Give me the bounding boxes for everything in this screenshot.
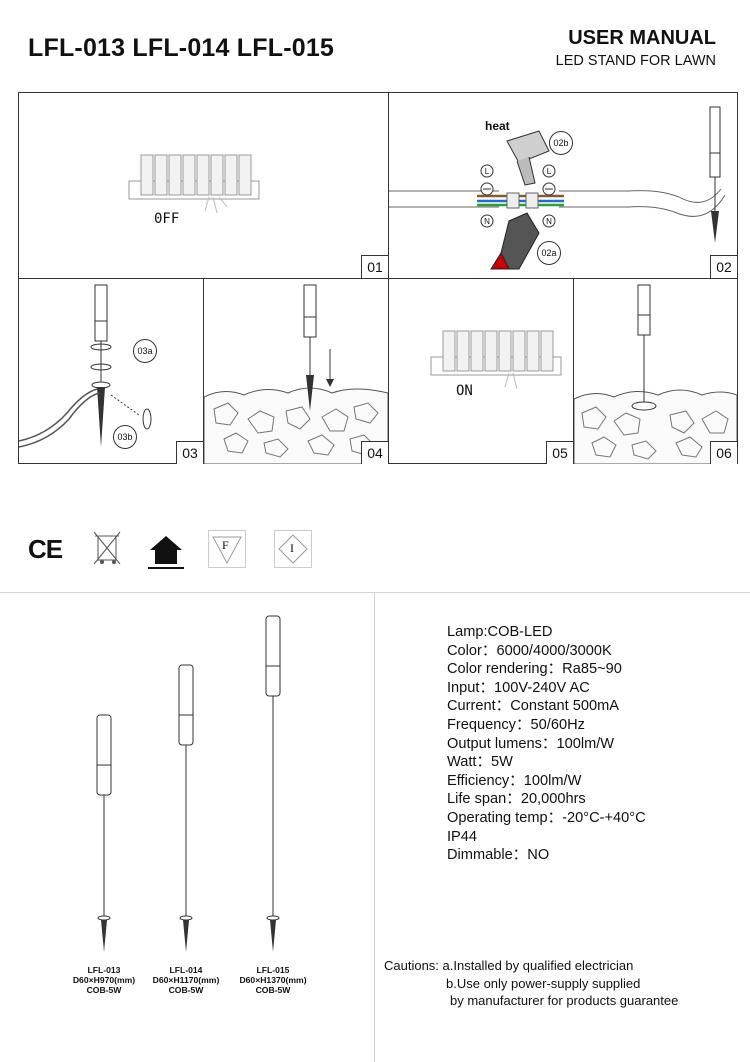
callout-03b: 03b bbox=[113, 425, 137, 449]
product-size: D60×H1170(mm) bbox=[152, 975, 220, 985]
wire-label-l-right: L bbox=[547, 167, 552, 176]
installed-lamp-illustration bbox=[574, 284, 737, 464]
spec-watt: Watt：5W bbox=[447, 754, 513, 771]
spec-ip-rating: IP44 bbox=[447, 828, 478, 845]
spec-efficiency: Efficiency：100lm/W bbox=[447, 772, 582, 789]
wire-label-n-left: N bbox=[484, 217, 490, 226]
step-06-panel: 06 bbox=[574, 279, 737, 464]
wire-label-l-left: L bbox=[485, 167, 490, 176]
caution-line-b-cont: by manufacturer for products guarantee bbox=[450, 993, 679, 1008]
section-divider-vertical bbox=[374, 592, 375, 1062]
product-power: COB-5W bbox=[255, 985, 291, 995]
ce-mark: CE bbox=[28, 534, 63, 564]
product-lfl-015-drawing bbox=[265, 615, 281, 952]
step-01-panel: 0FF 01 bbox=[19, 93, 389, 279]
spec-life-span: Life span：20,000hrs bbox=[447, 791, 586, 808]
spec-output-lumens: Output lumens：100lm/W bbox=[447, 735, 615, 752]
insert-into-ground-illustration bbox=[204, 284, 388, 464]
step-04-panel: 04 bbox=[204, 279, 389, 464]
step-03-panel: 03a 03b 03 bbox=[19, 279, 204, 464]
product-power: COB-5W bbox=[168, 985, 204, 995]
cautions: Cautions: a.Installed by qualified elect… bbox=[384, 957, 678, 1010]
specifications: Lamp:COB-LED Color：6000/4000/3000K Color… bbox=[447, 623, 646, 865]
manual-title: USER MANUAL bbox=[568, 27, 716, 49]
spec-color-rendering: Color rendering：Ra85~90 bbox=[447, 661, 622, 678]
step-02-panel: L N L N heat 02b 02a 02 bbox=[389, 93, 737, 279]
product-lfl-013-drawing bbox=[96, 714, 112, 952]
step-number: 05 bbox=[546, 441, 573, 464]
step-number: 04 bbox=[361, 441, 388, 464]
wiring-illustration: L N L N bbox=[389, 106, 726, 270]
spec-dimmable: Dimmable：NO bbox=[447, 847, 550, 864]
step-number: 03 bbox=[176, 441, 203, 464]
product-label-lfl-015: LFL-015 D60×H1370(mm) COB-5W bbox=[228, 965, 318, 995]
caution-line-a: Cautions: a.Installed by qualified elect… bbox=[384, 958, 634, 973]
wire-label-n-right: N bbox=[546, 217, 552, 226]
product-model: LFL-013 bbox=[87, 965, 121, 975]
product-drawings bbox=[96, 615, 281, 952]
i-mark: I bbox=[290, 541, 294, 555]
caution-line-b: b.Use only power-supply supplied bbox=[446, 975, 641, 991]
spec-lamp: Lamp:COB-LED bbox=[447, 624, 553, 640]
manual-subtitle: LED STAND FOR LAWN bbox=[555, 53, 716, 69]
product-model: LFL-014 bbox=[169, 965, 203, 975]
step-number: 06 bbox=[710, 441, 737, 464]
section-divider-horizontal bbox=[0, 592, 750, 593]
assembly-illustration bbox=[19, 284, 152, 448]
step-number: 01 bbox=[361, 255, 388, 278]
product-size: D60×H1370(mm) bbox=[239, 975, 307, 985]
product-label-lfl-013: LFL-013 D60×H970(mm) COB-5W bbox=[59, 965, 149, 995]
switch-on-label: ON bbox=[456, 383, 473, 399]
switch-off-label: 0FF bbox=[154, 211, 180, 227]
f-mark-frame: F bbox=[208, 530, 246, 568]
product-label-lfl-014: LFL-014 D60×H1170(mm) COB-5W bbox=[141, 965, 231, 995]
spec-current: Current：Constant 500mA bbox=[447, 698, 619, 715]
spec-color: Color：6000/4000/3000K bbox=[447, 642, 612, 659]
callout-02b: 02b bbox=[549, 131, 573, 155]
spec-operating-temp: Operating temp：-20°C-+40°C bbox=[447, 809, 646, 826]
step-05-panel: ON 05 bbox=[389, 279, 574, 464]
step-number: 02 bbox=[710, 255, 737, 278]
product-lfl-014-drawing bbox=[178, 664, 194, 952]
callout-02a: 02a bbox=[537, 241, 561, 265]
product-size: D60×H970(mm) bbox=[72, 975, 136, 985]
class-iii-house-icon bbox=[148, 536, 184, 569]
callout-03a: 03a bbox=[133, 339, 157, 363]
terminal-block-on-illustration bbox=[430, 330, 562, 390]
spec-frequency: Frequency：50/60Hz bbox=[447, 716, 585, 733]
product-power: COB-5W bbox=[86, 985, 122, 995]
terminal-block-off-illustration bbox=[128, 154, 260, 214]
weee-bin-icon bbox=[93, 531, 121, 565]
installation-steps: 0FF 01 L N bbox=[18, 92, 738, 464]
heat-label: heat bbox=[485, 119, 510, 133]
f-mark: F bbox=[222, 538, 229, 552]
i-mark-frame: I bbox=[274, 530, 312, 568]
certification-marks: CE F I bbox=[28, 528, 328, 572]
product-model: LFL-015 bbox=[256, 965, 290, 975]
model-title: LFL-013 LFL-014 LFL-015 bbox=[28, 34, 335, 62]
spec-input: Input：100V-240V AC bbox=[447, 679, 590, 696]
